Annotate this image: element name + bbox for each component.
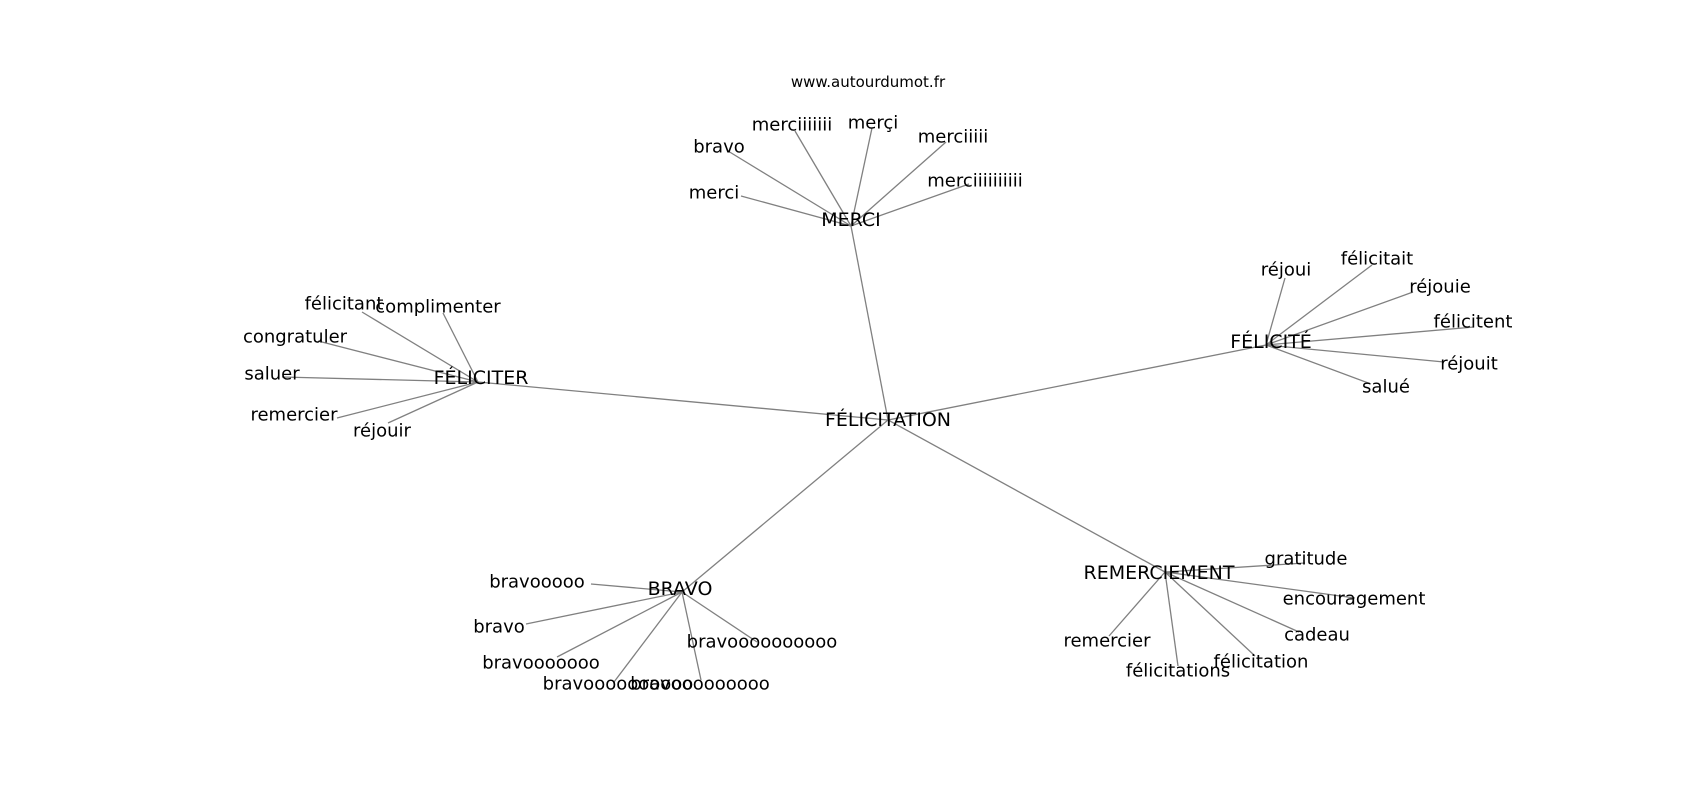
site-url-label[interactable]: www.autourdumot.fr [791, 73, 946, 91]
center-node-label[interactable]: FÉLICITATION [825, 408, 951, 431]
edge-hub-2-leaf-0 [1265, 277, 1286, 346]
edge-hub-3-leaf-2 [556, 591, 683, 658]
edge-hub-3-leaf-1 [525, 591, 683, 625]
hub-node-label[interactable]: FÉLICITER [434, 366, 529, 389]
edge-hub-0-leaf-0 [727, 150, 852, 227]
edge-hub-2-leaf-1 [1265, 264, 1373, 346]
leaf-node-label[interactable]: merçi [848, 113, 899, 134]
edge-hub-3-leaf-3 [613, 591, 683, 683]
edge-hub-4-leaf-1 [1164, 571, 1356, 599]
leaf-node-label[interactable]: bravooooooo [482, 653, 600, 674]
leaf-node-label[interactable]: merciiiiiii [752, 115, 833, 136]
edge-hub-2-leaf-4 [1265, 344, 1445, 363]
leaf-node-label[interactable]: salué [1362, 377, 1410, 398]
leaf-node-label[interactable]: saluer [244, 364, 300, 385]
leaf-node-label[interactable]: bravooooooooo [630, 674, 770, 695]
leaf-node-label[interactable]: bravooooo [489, 572, 585, 593]
leaf-node-label[interactable]: complimenter [375, 297, 501, 318]
edge-hub-1-leaf-3 [281, 376, 479, 383]
hub-node-label[interactable]: BRAVO [648, 578, 713, 600]
leaf-node-label[interactable]: remercier [1063, 631, 1151, 652]
edge-hub-1-leaf-4 [336, 381, 479, 419]
leaf-node-label[interactable]: bravo [693, 137, 745, 158]
leaf-node-label[interactable]: remercier [250, 405, 338, 426]
edge-hub-0-leaf-3 [850, 141, 947, 227]
edge-hub-0-leaf-5 [850, 183, 970, 227]
edge-hub-3-leaf-0 [590, 583, 683, 593]
leaf-node-label[interactable]: merci [689, 183, 740, 204]
edge-hub-2-leaf-3 [1265, 326, 1475, 346]
edge-center-to-0 [850, 225, 889, 421]
leaf-node-label[interactable]: réjoui [1261, 260, 1312, 281]
edge-center-to-3 [681, 419, 889, 593]
edge-hub-3-leaf-4 [681, 591, 702, 681]
hub-node-label[interactable]: FÉLICITÉ [1230, 330, 1312, 353]
edge-hub-3-leaf-5 [681, 591, 758, 643]
edge-hub-0-leaf-1 [794, 130, 852, 227]
edge-hub-0-leaf-4 [740, 195, 852, 227]
edge-hub-2-leaf-2 [1265, 291, 1414, 346]
leaf-node-label[interactable]: bravoooooooooo [687, 632, 838, 653]
leaf-node-label[interactable]: réjouir [353, 421, 412, 442]
leaf-node-label[interactable]: réjouit [1440, 354, 1498, 375]
leaf-node-label[interactable]: félicitait [1341, 249, 1413, 270]
edge-hub-4-leaf-0 [1164, 562, 1306, 573]
leaf-node-label[interactable]: cadeau [1284, 625, 1350, 646]
graph-edges [281, 127, 1475, 683]
leaf-node-label[interactable]: réjouie [1409, 277, 1471, 298]
leaf-node-label[interactable]: félicitations [1126, 661, 1230, 682]
edge-hub-4-leaf-3 [1108, 571, 1166, 637]
hub-node-label[interactable]: REMERCIEMENT [1084, 562, 1235, 584]
edge-hub-4-leaf-5 [1164, 571, 1179, 667]
edge-hub-4-leaf-2 [1164, 571, 1300, 633]
hub-node-label[interactable]: MERCI [821, 209, 881, 231]
edge-hub-2-leaf-5 [1265, 344, 1372, 385]
edge-hub-0-leaf-2 [850, 127, 873, 227]
edge-center-to-1 [477, 381, 889, 421]
leaf-node-label[interactable]: merciiiii [918, 127, 989, 148]
edge-center-to-4 [887, 419, 1166, 573]
leaf-node-label[interactable]: congratuler [243, 327, 348, 348]
leaf-node-label[interactable]: félicitant [305, 294, 384, 315]
edge-hub-1-leaf-5 [387, 381, 479, 424]
edge-hub-1-leaf-1 [442, 312, 479, 383]
leaf-node-label[interactable]: merciiiiiiiiii [927, 171, 1023, 192]
leaf-node-label[interactable]: félicitation [1214, 652, 1309, 673]
edge-hub-4-leaf-4 [1164, 571, 1256, 657]
leaf-node-label[interactable]: encouragement [1283, 589, 1426, 610]
edge-hub-1-leaf-2 [317, 340, 479, 383]
edge-hub-1-leaf-0 [361, 311, 479, 383]
leaf-node-label[interactable]: bravo [473, 617, 525, 638]
leaf-node-label[interactable]: félicitent [1434, 312, 1513, 333]
leaf-node-label[interactable]: gratitude [1265, 549, 1348, 570]
edge-center-to-2 [887, 344, 1267, 421]
leaf-node-label[interactable]: bravoooooooooo [543, 674, 694, 695]
